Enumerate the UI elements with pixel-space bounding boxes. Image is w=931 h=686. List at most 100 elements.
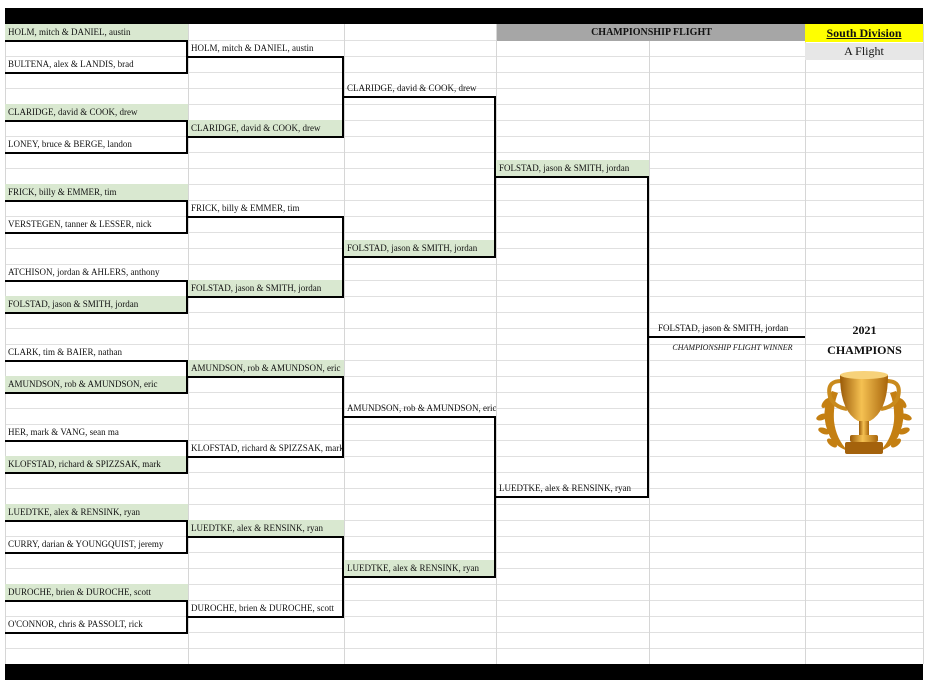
bracket-line [188, 456, 344, 458]
bracket-line [188, 56, 344, 58]
round1-entry: LUEDTKE, alex & RENSINK, ryan [5, 504, 188, 520]
round3-entry: CLARIDGE, david & COOK, drew [347, 83, 477, 93]
round1-entry: VERSTEGEN, tanner & LESSER, nick [8, 219, 152, 229]
bracket-line [5, 440, 188, 442]
round4-entry: FOLSTAD, jason & SMITH, jordan [496, 160, 649, 176]
bracket-line [5, 72, 188, 74]
final-line [649, 336, 805, 338]
bracket-line [5, 360, 188, 362]
grid-row-line [5, 40, 923, 41]
bottom-black-band [5, 664, 923, 680]
round1-entry: DUROCHE, brien & DUROCHE, scott [5, 584, 188, 600]
round2-entry: HOLM, mitch & DANIEL, austin [191, 43, 314, 53]
bracket-connector [342, 376, 344, 458]
round4-entry: LUEDTKE, alex & RENSINK, ryan [499, 483, 631, 493]
round3-entry: AMUNDSON, rob & AMUNDSON, eric [347, 403, 496, 413]
bracket-line [344, 416, 496, 418]
round2-entry: CLARIDGE, david & COOK, drew [188, 120, 344, 136]
champions-label: CHAMPIONS [827, 343, 902, 357]
bracket-connector [186, 280, 188, 314]
grid-row-line [5, 424, 923, 425]
division-title: South Division [805, 24, 923, 42]
grid-row-line [5, 392, 923, 393]
grid-row-line [5, 616, 923, 617]
bracket-line [496, 176, 649, 178]
bracket-connector [494, 416, 496, 578]
grid-row-line [5, 216, 923, 217]
round1-entry: FOLSTAD, jason & SMITH, jordan [5, 296, 188, 312]
grid-row-line [5, 600, 923, 601]
bracket-line [5, 632, 188, 634]
round2-entry: KLOFSTAD, richard & SPIZZSAK, mark [191, 443, 344, 453]
bracket-connector [342, 536, 344, 618]
bracket-line [5, 600, 188, 602]
grid-row-line [5, 120, 923, 121]
grid-column-line [344, 24, 345, 664]
grid-row-line [5, 104, 923, 105]
flight-label: A Flight [805, 43, 923, 60]
trophy-icon [816, 371, 912, 454]
championship-flight-header: CHAMPIONSHIP FLIGHT [497, 24, 806, 41]
grid-row-line [5, 584, 923, 585]
round3-entry: LUEDTKE, alex & RENSINK, ryan [344, 560, 496, 576]
bracket-line [5, 280, 188, 282]
grid-row-line [5, 152, 923, 153]
bracket-line [5, 232, 188, 234]
grid-row-line [5, 408, 923, 409]
final-winner: FOLSTAD, jason & SMITH, jordan [658, 323, 789, 333]
grid-row-line [5, 360, 923, 361]
grid-row-line [5, 232, 923, 233]
round1-entry: CLARK, tim & BAIER, nathan [8, 347, 122, 357]
bracket-connector [342, 216, 344, 298]
bracket-connector [186, 200, 188, 234]
round2-entry: FRICK, billy & EMMER, tim [191, 203, 300, 213]
grid-row-line [5, 264, 923, 265]
grid-row-line [5, 88, 923, 89]
bracket-line [188, 216, 344, 218]
grid-row-line [5, 72, 923, 73]
bracket-sheet: CHAMPIONSHIP FLIGHT South Division A Fli… [5, 24, 924, 664]
bracket-connector [342, 56, 344, 138]
grid-row-line [5, 648, 923, 649]
grid-row-line [5, 56, 923, 57]
final-winner-label: CHAMPIONSHIP FLIGHT WINNER [672, 343, 793, 352]
grid-row-line [5, 552, 923, 553]
bracket-connector [647, 176, 649, 498]
top-black-band [5, 8, 923, 24]
bracket-line [188, 136, 344, 138]
grid-row-line [5, 184, 923, 185]
bracket-connector [186, 360, 188, 394]
champion-year: 2021 [852, 323, 877, 337]
grid-row-line [5, 280, 923, 281]
grid-row-line [5, 136, 923, 137]
grid-row-line [5, 488, 923, 489]
bracket-line [344, 576, 496, 578]
round1-entry: CLARIDGE, david & COOK, drew [5, 104, 188, 120]
bracket-connector [186, 40, 188, 74]
bracket-line [188, 376, 344, 378]
grid-row-line [5, 296, 923, 297]
grid-row-line [5, 168, 923, 169]
grid-column-line [5, 24, 6, 664]
grid-row-line [5, 520, 923, 521]
grid-row-line [5, 376, 923, 377]
round2-entry: DUROCHE, brien & DUROCHE, scott [191, 603, 334, 613]
round1-entry: BULTENA, alex & LANDIS, brad [8, 59, 134, 69]
bracket-connector [186, 440, 188, 474]
round1-entry: HOLM, mitch & DANIEL, austin [5, 24, 188, 40]
bracket-line [188, 536, 344, 538]
bracket-line [5, 200, 188, 202]
bracket-line [5, 152, 188, 154]
grid-column-line [923, 24, 924, 664]
bracket-line [344, 256, 496, 258]
bracket-line [5, 392, 188, 394]
grid-column-line [649, 24, 650, 664]
grid-column-line [496, 24, 497, 664]
bracket-connector [186, 520, 188, 554]
grid-row-line [5, 632, 923, 633]
bracket-line [344, 96, 496, 98]
grid-row-line [5, 312, 923, 313]
bracket-line [188, 616, 344, 618]
bracket-line [496, 496, 649, 498]
bracket-line [5, 520, 188, 522]
